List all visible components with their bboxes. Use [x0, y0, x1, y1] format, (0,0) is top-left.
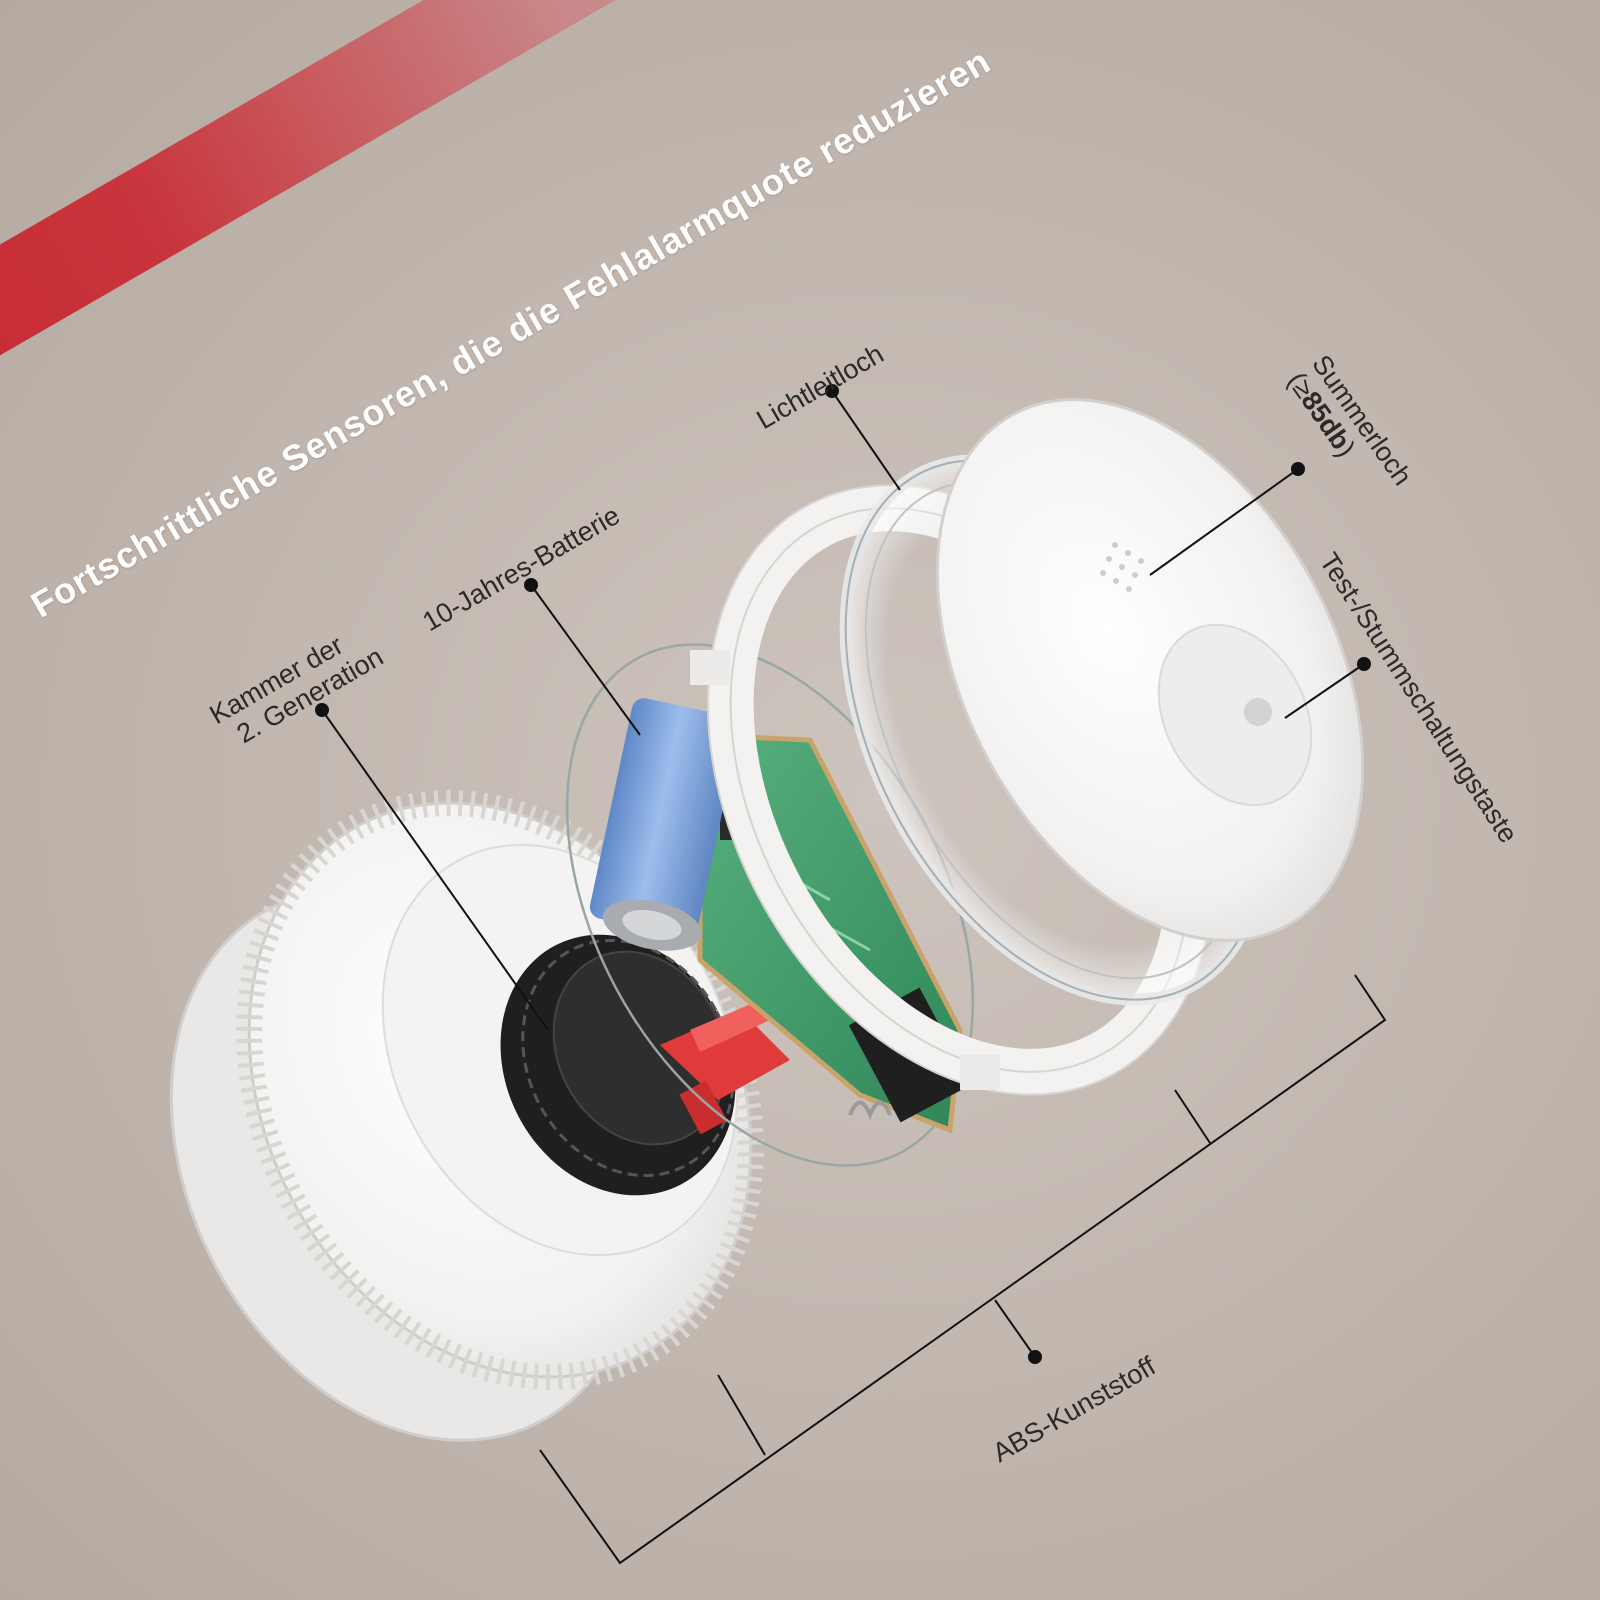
dot-test-button — [1357, 657, 1371, 671]
dot-buzzer — [1291, 462, 1305, 476]
leader-lines — [321, 390, 1387, 1565]
battery — [589, 698, 740, 951]
dot-abs — [1028, 1350, 1042, 1364]
dot-battery — [524, 578, 538, 592]
leader-dots — [315, 384, 1371, 1364]
dot-light-hole — [825, 384, 839, 398]
dot-chamber — [315, 703, 329, 717]
front-cover — [935, 398, 1365, 942]
red-connector — [660, 1000, 790, 1135]
